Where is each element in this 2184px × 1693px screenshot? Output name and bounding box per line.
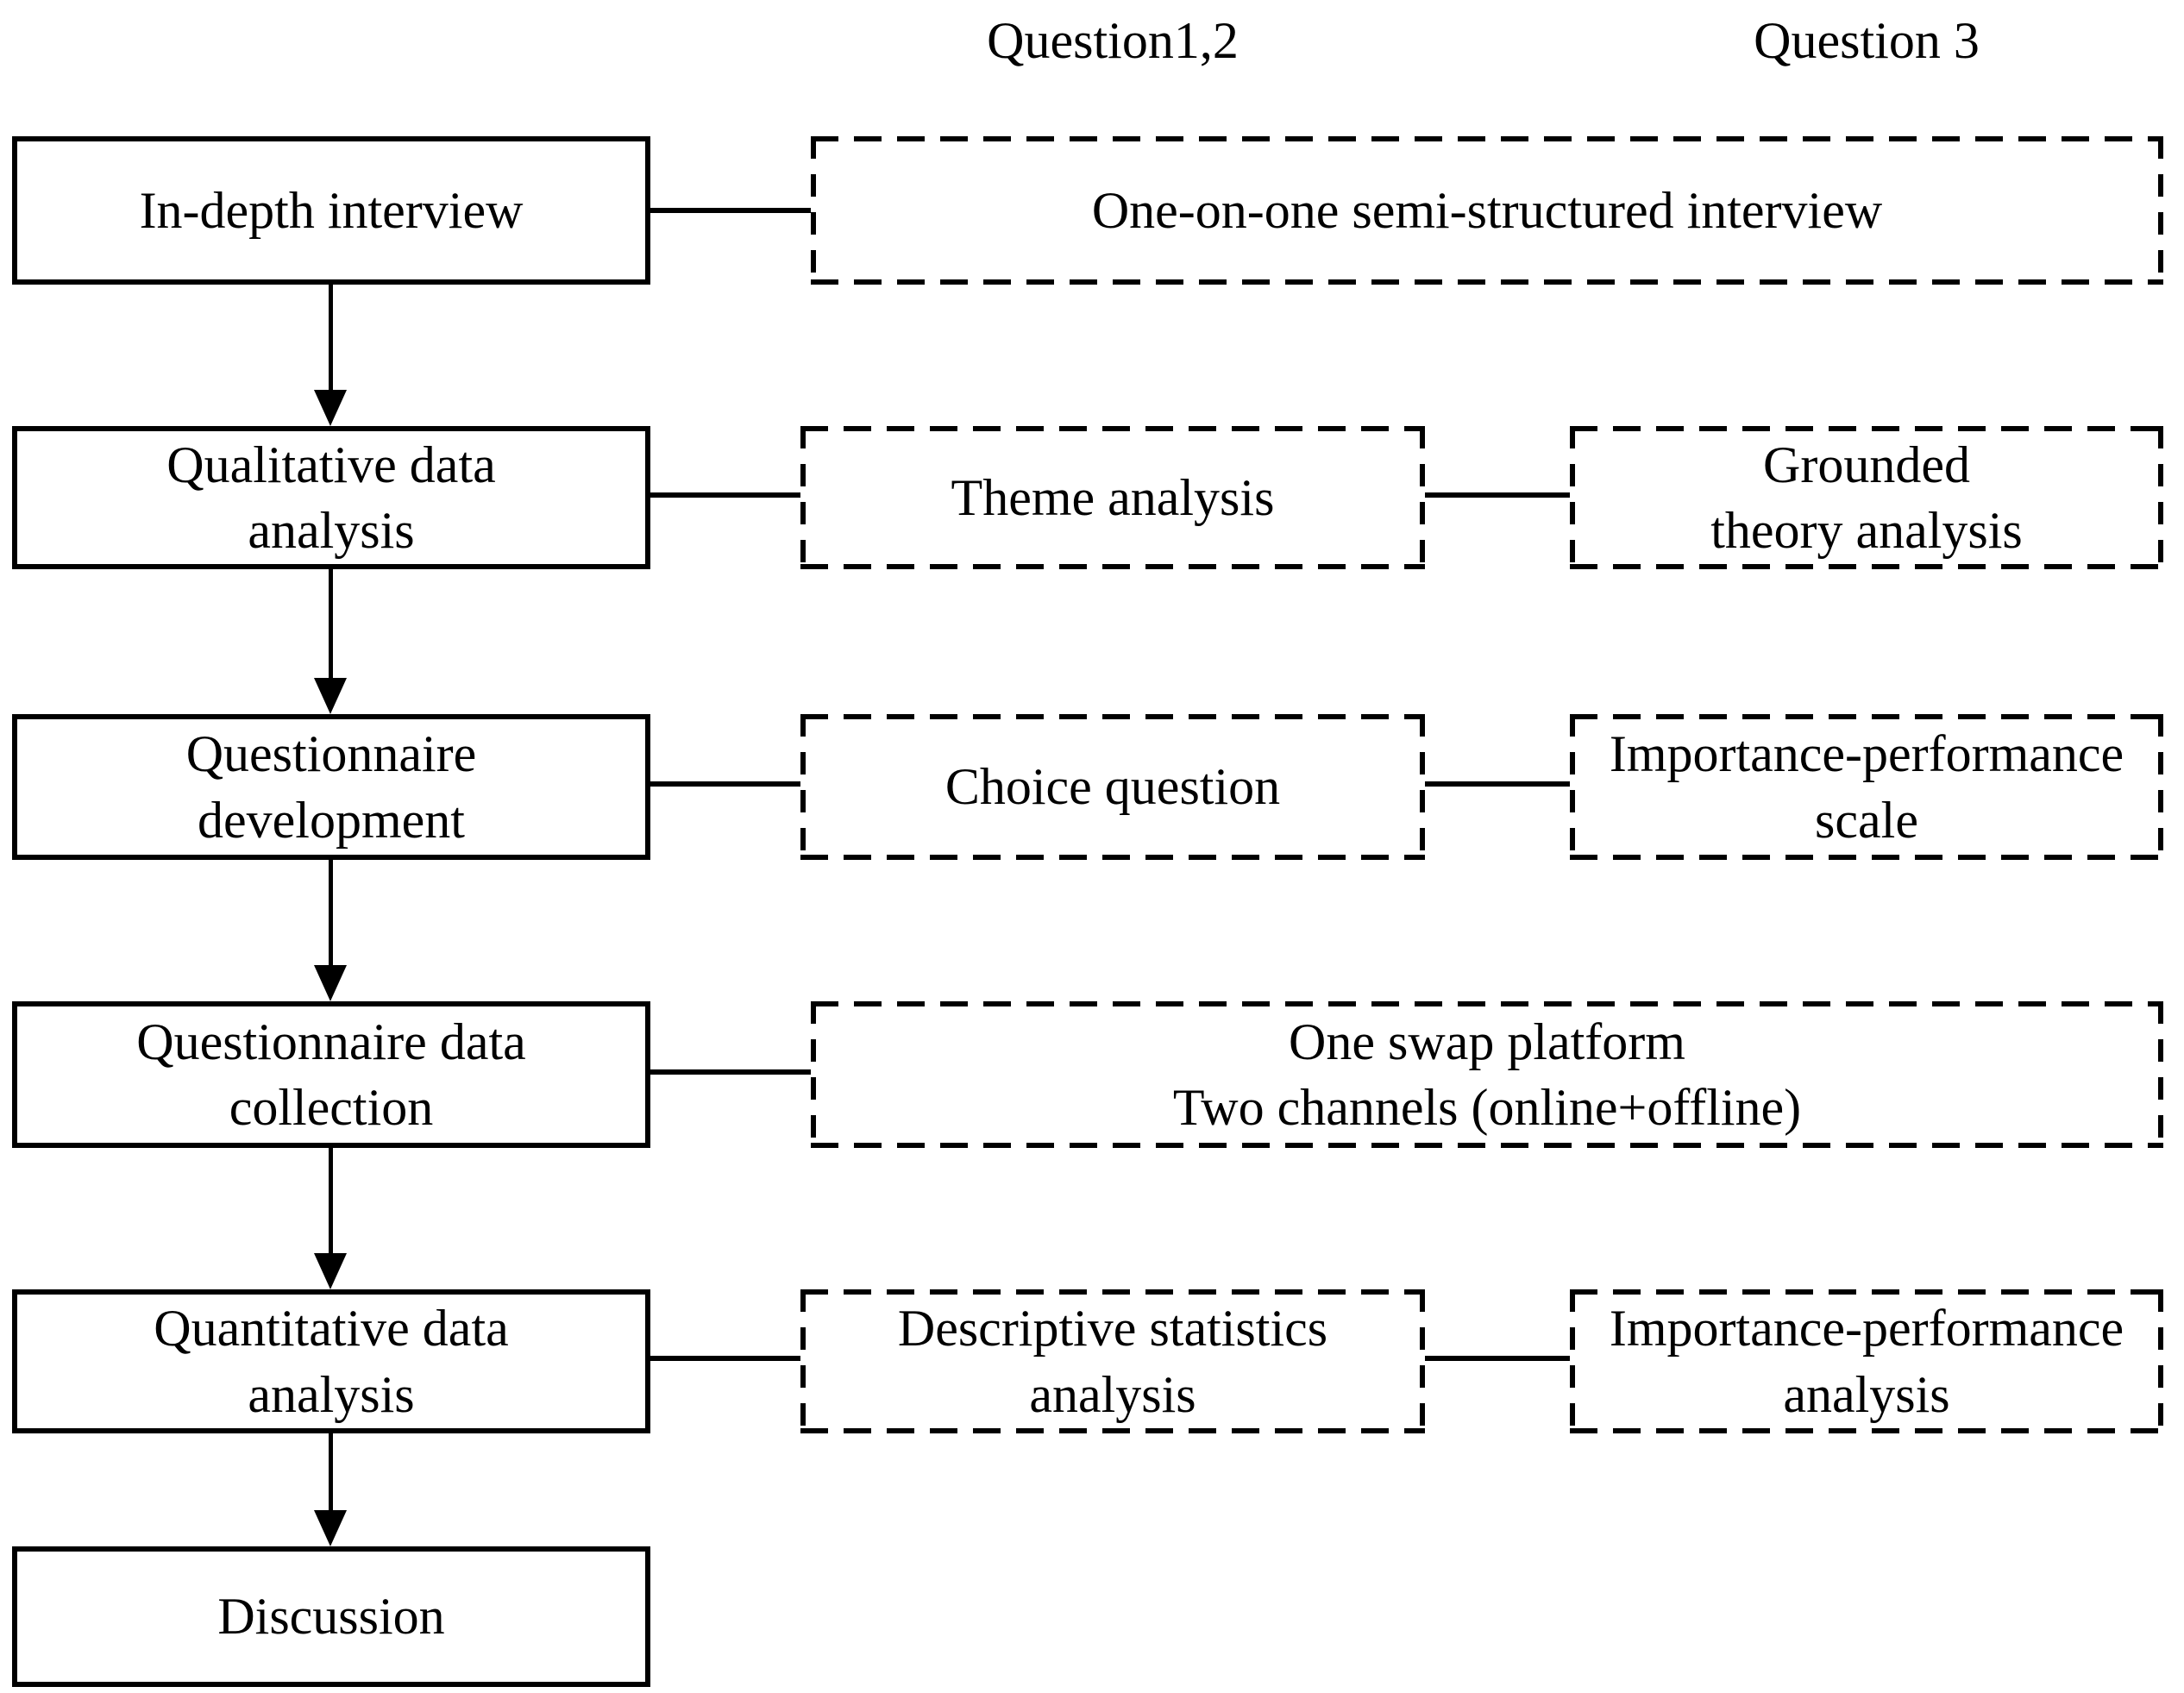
flow-arrow-1-stem: [329, 285, 333, 392]
connector-row3-left: [650, 781, 800, 787]
method-box-theme-analysis: Theme analysis: [800, 426, 1425, 569]
method-box-one-on-one-semi-structured-interview: One-on-one semi-structured interview: [811, 136, 2163, 285]
flow-arrow-1-head-icon: [314, 390, 347, 426]
method-label: Theme analysis: [951, 468, 1275, 526]
stage-box-discussion: Discussion: [12, 1546, 650, 1687]
method-label: Grounded theory analysis: [1710, 436, 2023, 559]
flow-arrow-5-head-icon: [314, 1510, 347, 1546]
stage-box-questionnaire-development: Questionnaire development: [12, 714, 650, 860]
stage-box-qualitative-data-analysis: Qualitative data analysis: [12, 426, 650, 569]
method-box-one-swap-platform-two-channels: One swap platform Two channels (online+o…: [811, 1001, 2163, 1148]
connector-row5-right: [1425, 1356, 1570, 1361]
flow-arrow-4-head-icon: [314, 1253, 347, 1289]
stage-label: Questionnaire development: [185, 725, 477, 849]
method-box-importance-performance-analysis: Importance-performance analysis: [1570, 1289, 2163, 1433]
connector-row5-left: [650, 1356, 800, 1361]
connector-row3-right: [1425, 781, 1570, 787]
stage-box-questionnaire-data-collection: Questionnaire data collection: [12, 1001, 650, 1148]
method-box-choice-question: Choice question: [800, 714, 1425, 860]
method-box-importance-performance-scale: Importance-performance scale: [1570, 714, 2163, 860]
flow-arrow-2-head-icon: [314, 678, 347, 714]
stage-box-in-depth-interview: In-depth interview: [12, 136, 650, 285]
method-box-descriptive-statistics-analysis: Descriptive statistics analysis: [800, 1289, 1425, 1433]
column-header-question-3: Question 3: [1754, 12, 1980, 69]
column-header-questions-1-2: Question1,2: [987, 12, 1239, 69]
method-label: One-on-one semi-structured interview: [1091, 181, 1883, 239]
stage-label: Discussion: [217, 1588, 445, 1646]
connector-row2-right: [1425, 492, 1570, 498]
flow-arrow-3-stem: [329, 860, 333, 967]
connector-row2-left: [650, 492, 800, 498]
method-label: Importance-performance scale: [1609, 725, 2124, 849]
stage-label: In-depth interview: [139, 181, 524, 239]
method-box-grounded-theory-analysis: Grounded theory analysis: [1570, 426, 2163, 569]
connector-row4: [650, 1069, 811, 1075]
method-label: Choice question: [945, 758, 1281, 816]
stage-label: Quantitative data analysis: [154, 1300, 509, 1423]
stage-label: Qualitative data analysis: [166, 436, 496, 559]
flow-arrow-4-stem: [329, 1148, 333, 1255]
method-label: One swap platform Two channels (online+o…: [1172, 1013, 1802, 1136]
stage-box-quantitative-data-analysis: Quantitative data analysis: [12, 1289, 650, 1433]
stage-label: Questionnaire data collection: [136, 1013, 526, 1136]
connector-row1: [650, 208, 811, 213]
flow-arrow-2-stem: [329, 569, 333, 680]
flow-arrow-5-stem: [329, 1433, 333, 1512]
flow-arrow-3-head-icon: [314, 965, 347, 1001]
method-label: Descriptive statistics analysis: [897, 1300, 1328, 1423]
method-label: Importance-performance analysis: [1609, 1300, 2124, 1423]
